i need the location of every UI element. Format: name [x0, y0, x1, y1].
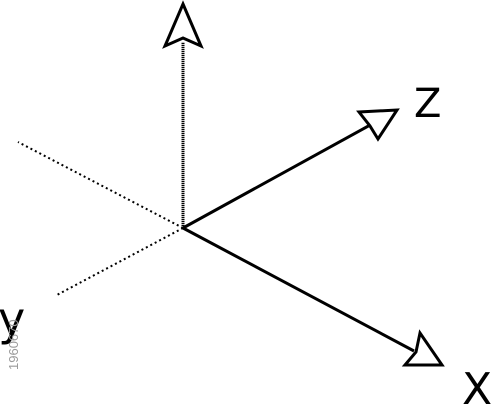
- z-axis-line: [182, 122, 373, 230]
- y-axis-dotted-front: [54, 227, 184, 297]
- vertical-axis-arrowhead: [162, 0, 204, 49]
- x-axis-line: [182, 226, 415, 353]
- watermark-id-text: 1960670: [6, 319, 21, 370]
- x-axis-label: X: [462, 364, 492, 409]
- y-axis-label: y: [0, 292, 25, 346]
- z-axis-label: Z: [414, 81, 441, 127]
- z-axis-arrowhead: [356, 108, 400, 142]
- y-axis-dotted-back: [17, 141, 184, 229]
- x-axis-arrowhead: [401, 329, 445, 367]
